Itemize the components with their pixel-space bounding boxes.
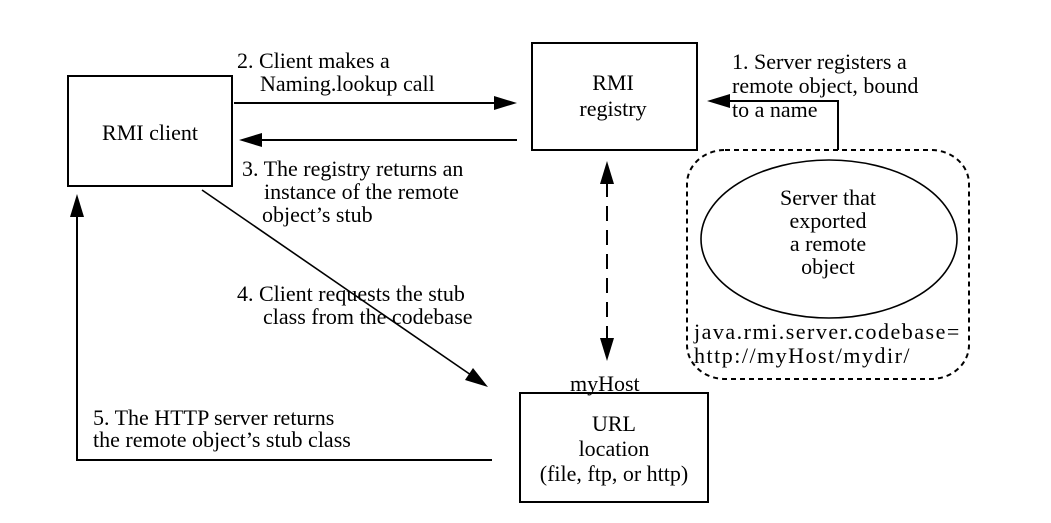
url-location-label-line2: location [579, 436, 650, 461]
step5-arrow-line [76, 212, 492, 461]
step5-label-line2: the remote object’s stub class [93, 427, 351, 452]
step5-label-line1: 5. The HTTP server returns [93, 405, 334, 430]
registry-url-arrowhead-down-icon [600, 338, 614, 361]
step5-arrowhead-up-icon [70, 194, 84, 217]
server-codebase-dashed-box [686, 149, 970, 380]
rmi-client-box [67, 75, 233, 187]
step4-arrow-line [201, 189, 472, 376]
server-label-line1: Server that [780, 185, 876, 210]
rmi-client-label: RMI client [102, 120, 198, 145]
rmi-registry-label-line2: registry [579, 96, 646, 121]
rmi-registry-box [531, 42, 698, 151]
step1-arrow-line [726, 100, 839, 150]
step2-label-line1: 2. Client makes a [237, 48, 390, 73]
url-location-label-line1: URL [592, 411, 636, 436]
step2-label-line2: Naming.lookup call [260, 71, 435, 96]
server-ellipse [700, 159, 958, 319]
step4-arrowhead-diagonal-icon [465, 368, 488, 387]
url-location-box [519, 392, 709, 503]
step2-arrowhead-right-icon [494, 96, 517, 110]
server-label-line3: a remote [790, 231, 866, 256]
url-location-label-line3: (file, ftp, or http) [540, 461, 688, 486]
registry-url-arrowhead-up-icon [600, 161, 614, 184]
server-label-line4: object [801, 254, 855, 279]
step3-label-line1: 3. The registry returns an [242, 156, 463, 181]
step3-arrowhead-left-icon [239, 133, 262, 147]
server-label-line2: exported [790, 208, 867, 233]
url-location-host-label: myHost [570, 371, 640, 396]
step1-label-line2: remote object, bound [732, 73, 918, 98]
step4-label-line1: 4. Client requests the stub [237, 281, 465, 306]
rmi-registry-label-line1: RMI [592, 70, 634, 95]
step4-label-line2: class from the codebase [263, 304, 473, 329]
step1-label-line3: to a name [732, 97, 818, 122]
step3-label-line3: object’s stub [262, 202, 373, 227]
codebase-property-line2: http://myHost/mydir/ [694, 343, 911, 368]
codebase-property-line1: java.rmi.server.codebase= [693, 319, 961, 344]
step3-label-line2: instance of the remote [264, 179, 459, 204]
step1-arrowhead-left-icon [707, 94, 730, 108]
step1-label-line1: 1. Server registers a [732, 49, 907, 74]
